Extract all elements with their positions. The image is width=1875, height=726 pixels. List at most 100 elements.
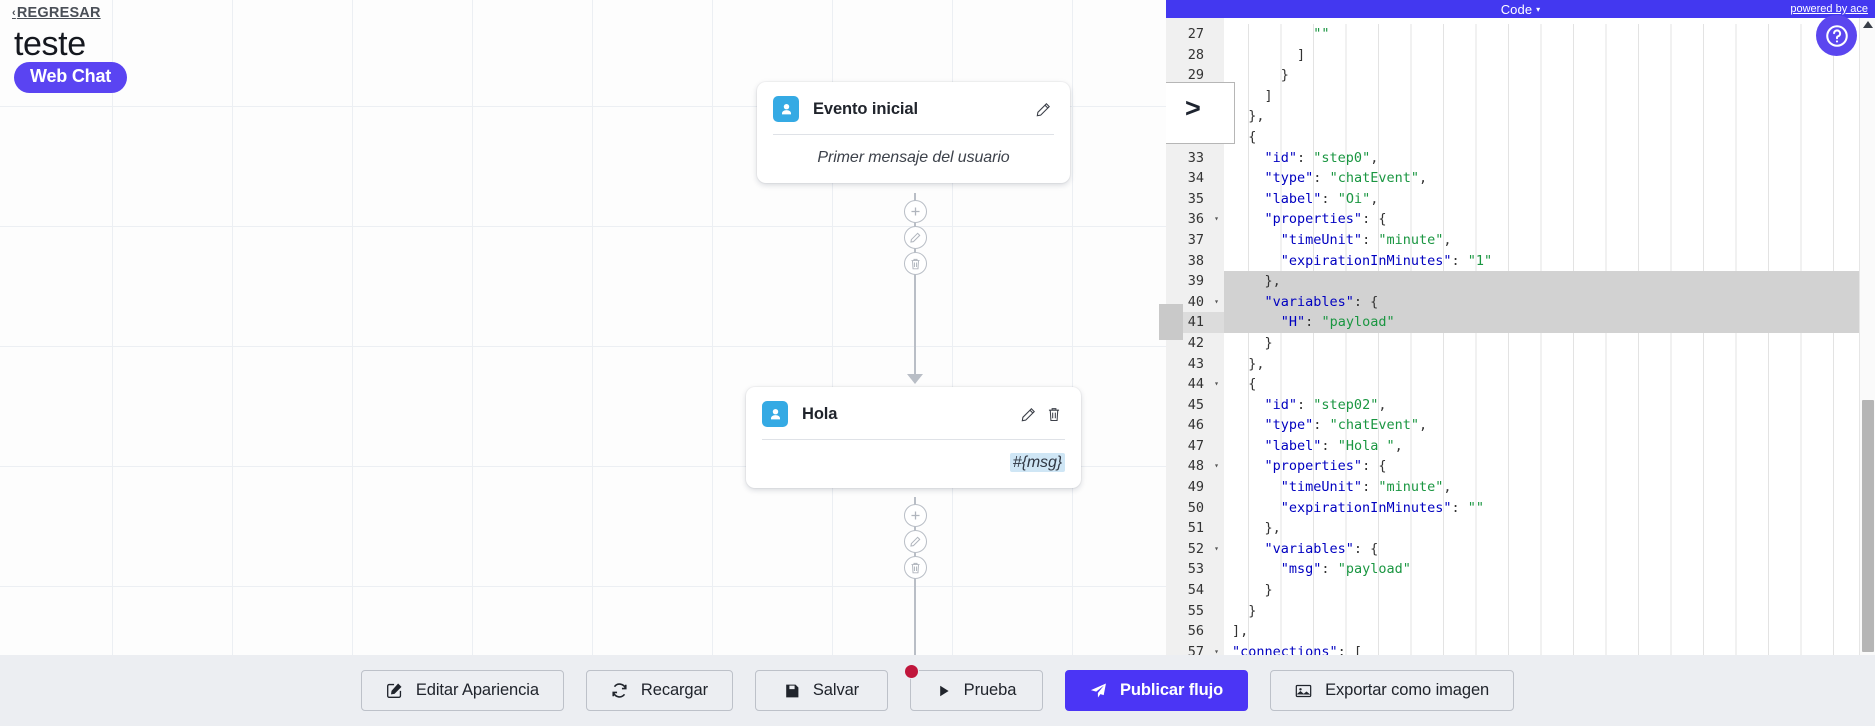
gutter-line[interactable]: 42 [1187, 334, 1204, 351]
fold-toggle-icon[interactable]: ▾ [1214, 461, 1219, 471]
add-icon[interactable] [904, 504, 927, 527]
code-line[interactable]: ] [1232, 46, 1306, 63]
gutter-line[interactable]: 40▾ [1166, 292, 1224, 313]
gutter-line[interactable]: 30 [1187, 87, 1204, 104]
channel-badge: Web Chat [14, 62, 128, 93]
gutter-line[interactable]: 34 [1187, 170, 1204, 187]
gutter-line[interactable]: 56 [1187, 623, 1204, 640]
code-editor-title-dropdown[interactable]: Code▾ [1166, 2, 1875, 17]
code-line[interactable]: "properties": { [1264, 211, 1387, 228]
gutter-line[interactable]: 48▾ [1166, 456, 1224, 477]
gutter-line[interactable]: 27 [1187, 26, 1204, 42]
toolbar-button-publicar-flujo[interactable]: Publicar flujo [1064, 670, 1249, 711]
code-line[interactable]: "id": "step02", [1264, 396, 1387, 413]
gutter-line[interactable]: 55 [1187, 602, 1204, 619]
flow-node-initial-event[interactable]: Evento inicial Primer mensaje del usuari… [757, 82, 1070, 183]
code-line[interactable]: { [1232, 128, 1257, 145]
gutter-line[interactable]: 37 [1187, 231, 1204, 248]
gutter-line[interactable]: 45 [1187, 396, 1204, 413]
code-editor-panel[interactable]: Code▾ powered by ace 27 28 29 30 31 32▾33 34 35… [1166, 0, 1875, 655]
gutter-line[interactable]: 28 [1187, 46, 1204, 63]
code-line[interactable]: "timeUnit": "minute", [1280, 231, 1452, 248]
code-line[interactable]: } [1232, 334, 1273, 351]
code-line[interactable]: "H": "payload" [1224, 312, 1875, 333]
gutter-line[interactable]: 46 [1187, 417, 1204, 434]
editor-vertical-scrollbar[interactable] [1859, 18, 1875, 655]
gutter-line[interactable]: 54 [1187, 582, 1204, 599]
scroll-up-arrow-icon[interactable] [1863, 21, 1873, 28]
code-line[interactable]: "connections": [ [1232, 643, 1363, 655]
gutter-line[interactable]: 43 [1187, 355, 1204, 372]
gutter-line[interactable]: 52▾ [1166, 539, 1224, 560]
powered-by-ace-link[interactable]: powered by ace [1790, 3, 1868, 15]
code-line[interactable]: ], [1232, 623, 1249, 640]
fold-toggle-icon[interactable]: ▾ [1214, 646, 1219, 655]
gutter-line[interactable]: 44▾ [1166, 374, 1224, 395]
edit-icon[interactable] [904, 226, 927, 249]
code-line[interactable]: }, [1232, 355, 1265, 372]
code-line[interactable]: "properties": { [1264, 458, 1387, 475]
code-line[interactable]: "variables": { [1224, 291, 1875, 313]
gutter-line[interactable]: 31 [1187, 108, 1204, 125]
pencil-square-icon [386, 682, 403, 699]
code-line[interactable]: "id": "step0", [1264, 149, 1379, 166]
toolbar-button-salvar[interactable]: Salvar [754, 670, 888, 711]
gutter-line[interactable]: 57▾ [1166, 642, 1224, 655]
editor-code-area[interactable]: "" ] } ] }, { "id": "step0", "type": "ch… [1224, 18, 1875, 655]
delete-icon[interactable] [904, 252, 927, 275]
gutter-line[interactable]: 29 [1187, 67, 1204, 84]
code-line[interactable]: "label": "Oi", [1264, 190, 1379, 207]
code-line[interactable]: "timeUnit": "minute", [1280, 479, 1452, 496]
scrollbar-thumb[interactable] [1862, 400, 1874, 652]
back-link[interactable]: ‹REGRESAR [12, 5, 101, 21]
code-line[interactable]: "msg": "payload" [1280, 561, 1411, 578]
toolbar-button-exportar-como-imagen[interactable]: Exportar como imagen [1270, 670, 1515, 711]
toolbar-button-prueba[interactable]: Prueba [903, 664, 1043, 711]
user-avatar-icon [762, 401, 788, 427]
code-line[interactable]: "expirationInMinutes": "" [1280, 499, 1484, 516]
editor-scroll-marker[interactable] [1159, 304, 1183, 340]
fold-toggle-icon[interactable]: ▾ [1214, 131, 1219, 141]
gutter-line[interactable]: 39 [1187, 273, 1204, 290]
fold-toggle-icon[interactable]: ▾ [1214, 296, 1219, 306]
code-line[interactable]: } [1232, 582, 1273, 599]
code-line[interactable]: }, [1232, 520, 1281, 537]
gutter-line[interactable]: 36▾ [1166, 209, 1224, 230]
code-line[interactable]: ] [1232, 87, 1273, 104]
gutter-line[interactable]: 32▾ [1166, 127, 1224, 148]
toolbar-button-editar-apariencia[interactable]: Editar Apariencia [360, 670, 564, 711]
edit-icon[interactable] [1032, 98, 1054, 120]
edit-icon[interactable] [1017, 403, 1039, 425]
fold-toggle-icon[interactable]: ▾ [1214, 214, 1219, 224]
fold-toggle-icon[interactable]: ▾ [1214, 543, 1219, 553]
gutter-line[interactable]: 53 [1187, 561, 1204, 578]
code-line[interactable]: "expirationInMinutes": "1" [1280, 252, 1493, 269]
add-icon[interactable] [904, 200, 927, 223]
code-line[interactable]: } [1232, 67, 1289, 84]
code-line[interactable]: "type": "chatEvent", [1264, 417, 1428, 434]
code-line[interactable]: }, [1224, 271, 1875, 292]
edit-icon[interactable] [904, 530, 927, 553]
gutter-line[interactable]: 47 [1187, 437, 1204, 454]
gutter-line[interactable]: 50 [1187, 499, 1204, 516]
gutter-line[interactable]: 33 [1187, 149, 1204, 166]
code-line[interactable]: "type": "chatEvent", [1264, 170, 1428, 187]
code-line[interactable]: } [1232, 602, 1257, 619]
delete-icon[interactable] [1043, 403, 1065, 425]
flow-canvas[interactable]: ‹REGRESAR teste Web Chat Evento inicial [0, 0, 1166, 655]
help-button[interactable] [1816, 15, 1857, 56]
toolbar-button-recargar[interactable]: Recargar [585, 670, 733, 711]
gutter-line[interactable]: 35 [1187, 190, 1204, 207]
code-line[interactable]: "label": "Hola ", [1264, 437, 1403, 454]
gutter-line[interactable]: 49 [1187, 479, 1204, 496]
code-line[interactable]: "variables": { [1264, 540, 1379, 557]
code-line[interactable]: { [1232, 376, 1257, 393]
gutter-line[interactable]: 51 [1187, 520, 1204, 537]
code-line[interactable]: "" [1313, 26, 1330, 42]
code-line[interactable]: }, [1232, 108, 1265, 125]
delete-icon[interactable] [904, 556, 927, 579]
fold-toggle-icon[interactable]: ▾ [1214, 379, 1219, 389]
gutter-line[interactable]: 38 [1187, 252, 1204, 269]
flow-node-hola[interactable]: Hola #{msg} [746, 387, 1081, 488]
